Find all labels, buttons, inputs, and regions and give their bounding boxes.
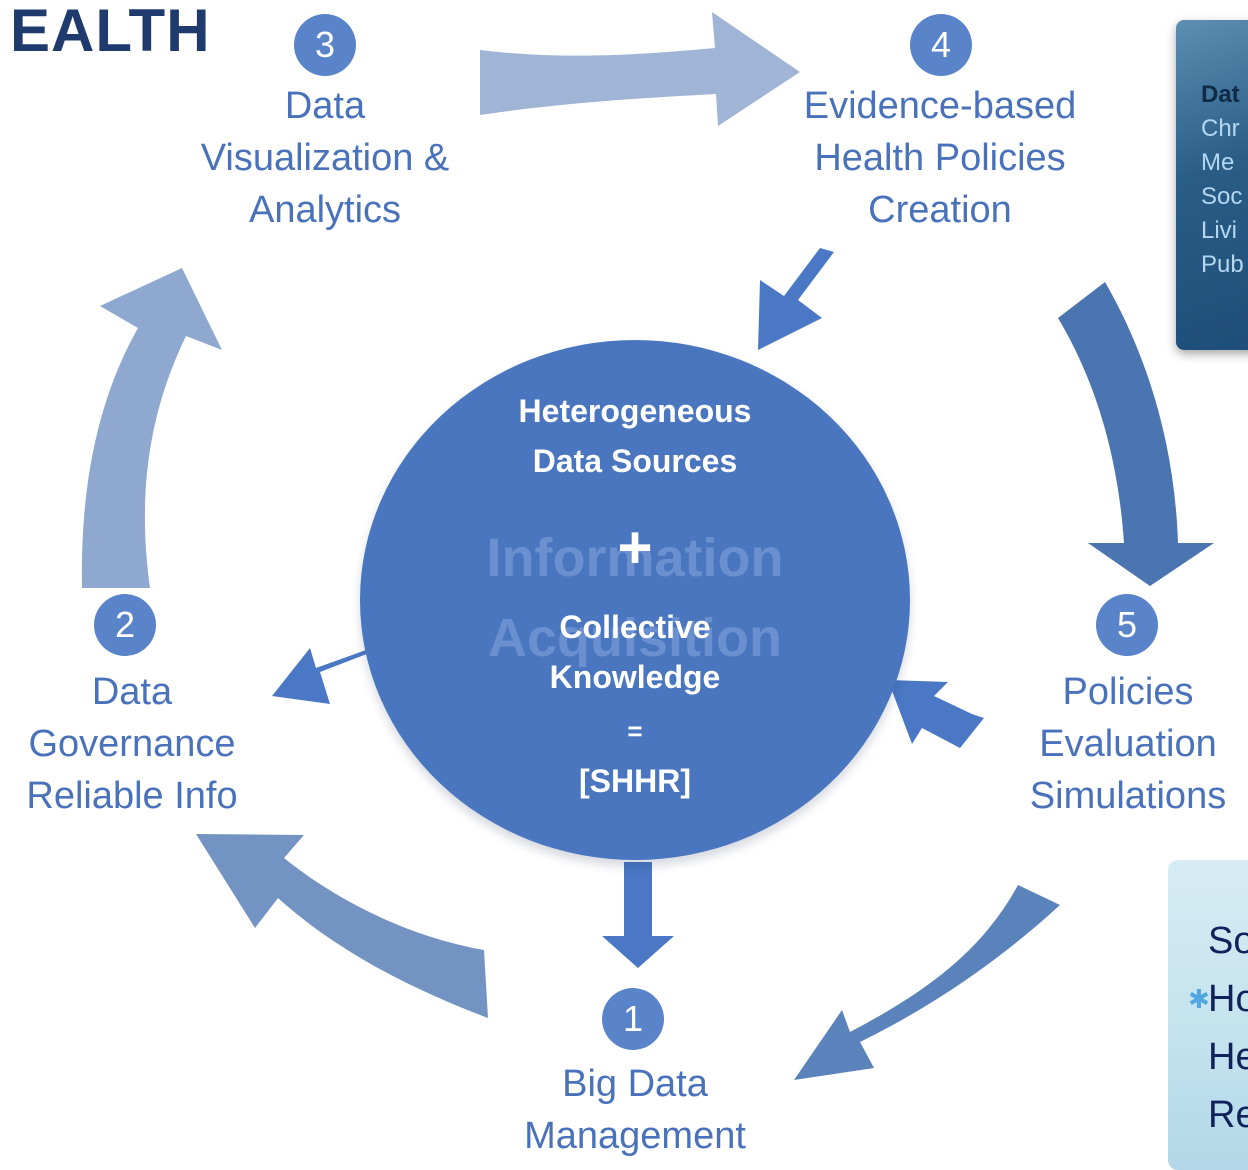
arrow-2-to-3 <box>81 268 223 588</box>
arrow-hub-to-2 <box>272 648 372 704</box>
node-3-line-2: Visualization & <box>200 137 450 179</box>
side-panel-top: Dat Chr Me Soc Livi Pub <box>1176 20 1248 350</box>
node-2-label: Data Governance Reliable Info <box>2 666 262 822</box>
hub-equals-sign: = <box>627 716 643 746</box>
node-1-line-2: Management <box>524 1115 746 1157</box>
hub-line-collective: Collective <box>559 609 711 645</box>
arrow-4-to-hub <box>758 248 834 350</box>
side-panel-top-line-4: Soc <box>1201 183 1243 210</box>
node-4-line-3: Creation <box>868 189 1012 231</box>
node-3-line-1: Data <box>284 85 366 127</box>
hub-plus-sign: + <box>617 514 653 581</box>
node-1-label: Big Data Management <box>480 1058 790 1162</box>
arrow-hub-to-1 <box>602 862 674 968</box>
node-5-label: Policies Evaluation Simulations <box>1008 666 1248 822</box>
star-icon: ✱ <box>1188 984 1210 1014</box>
side-panel-bottom-line-4: Re <box>1208 1094 1248 1136</box>
arrow-4-to-5 <box>1058 282 1214 586</box>
node-5-line-2: Evaluation <box>1039 723 1217 765</box>
side-panel-bottom-line-1: So <box>1208 920 1248 962</box>
side-panel-top-line-5: Livi <box>1201 217 1238 244</box>
hub-line-heterogeneous: Heterogeneous <box>518 393 752 429</box>
node-3-label: Data Visualization & Analytics <box>170 80 480 236</box>
node-5-line-3: Simulations <box>1029 775 1227 817</box>
side-panel-top-line-1: Dat <box>1201 81 1240 108</box>
node-5-line-1: Policies <box>1062 671 1194 713</box>
central-hub: Information Acquisition Heterogeneous Da… <box>360 340 910 860</box>
hub-watermark-line-2: Acquisition <box>488 608 782 668</box>
node-2-line-1: Data <box>91 671 173 713</box>
side-panel-bottom-line-2: Ho <box>1208 978 1248 1020</box>
node-2-badge: 2 <box>94 594 156 656</box>
side-panel-bottom-line-3: He <box>1208 1036 1248 1078</box>
node-4-line-2: Health Policies <box>814 137 1066 179</box>
side-panel-top-line-3: Me <box>1201 149 1235 176</box>
node-3-line-3: Analytics <box>248 189 402 231</box>
hub-line-knowledge: Knowledge <box>549 659 721 695</box>
arrow-3-to-4 <box>480 12 800 126</box>
node-4-line-1: Evidence-based <box>803 85 1077 127</box>
hub-watermark-line-1: Information <box>486 528 784 588</box>
arrow-1-to-2 <box>196 834 488 1018</box>
arrow-5-to-1 <box>794 885 1060 1080</box>
node-2-line-3: Reliable Info <box>26 775 238 817</box>
node-2-line-2: Governance <box>28 723 236 765</box>
hub-line-shhr: [SHHR] <box>579 763 691 799</box>
node-5-badge: 5 <box>1096 594 1158 656</box>
hub-line-data-sources: Data Sources <box>532 443 738 479</box>
node-3-badge: 3 <box>294 14 356 76</box>
node-1-badge: 1 <box>602 988 664 1050</box>
side-panel-top-line-2: Chr <box>1201 115 1240 142</box>
side-panel-bottom: ✱ So Ho He Re <box>1168 860 1248 1170</box>
node-4-label: Evidence-based Health Policies Creation <box>770 80 1110 236</box>
node-4-badge: 4 <box>910 14 972 76</box>
arrow-5-to-hub <box>888 680 984 748</box>
side-panel-top-line-6: Pub <box>1201 251 1244 278</box>
node-1-line-1: Big Data <box>562 1063 708 1105</box>
page-title: EALTH <box>10 0 211 64</box>
